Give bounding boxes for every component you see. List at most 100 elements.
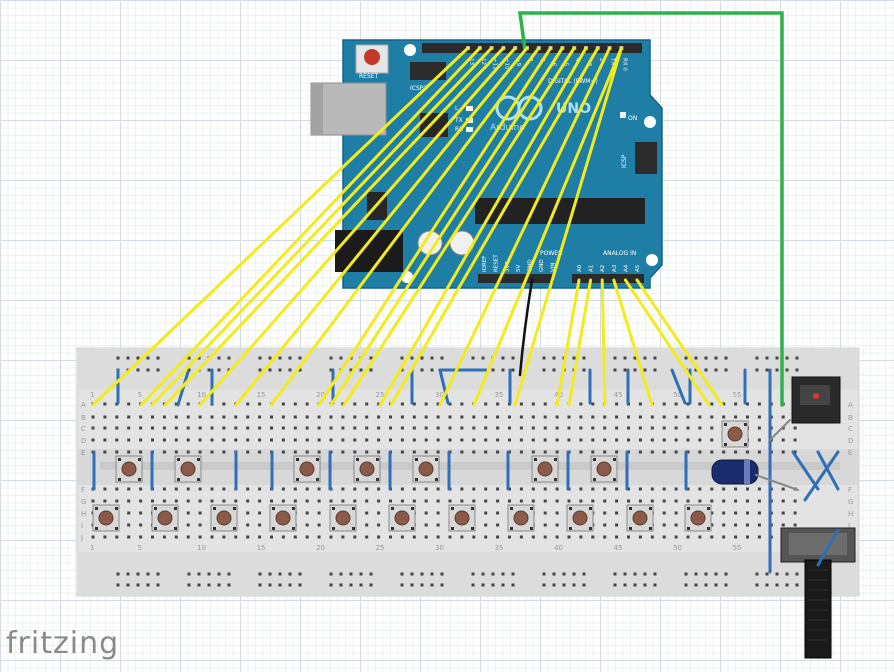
push-button-pin: [415, 478, 418, 481]
rail-hole: [572, 583, 576, 587]
hole: [710, 511, 714, 515]
hole: [234, 438, 238, 442]
hole: [186, 535, 190, 539]
push-button-cap: [98, 510, 114, 526]
push-button-pin: [272, 507, 275, 510]
hole: [686, 426, 690, 430]
potentiometer-shaft: [804, 559, 832, 659]
rail-hole: [187, 368, 191, 372]
hole: [555, 426, 559, 430]
hole: [174, 402, 178, 406]
rail-hole: [511, 583, 515, 587]
hole: [186, 487, 190, 491]
row-label: C: [81, 425, 86, 433]
hole: [305, 450, 309, 454]
push-button: [92, 504, 120, 532]
yellow-signal-wire: [438, 46, 612, 407]
push-button-pin: [471, 507, 474, 510]
hole: [662, 438, 666, 442]
rail-hole: [785, 368, 789, 372]
hole: [484, 402, 488, 406]
hole: [424, 535, 428, 539]
push-button-pin: [411, 507, 414, 510]
hole: [400, 499, 404, 503]
hole: [508, 499, 511, 503]
hole: [734, 415, 738, 419]
hole: [710, 450, 714, 454]
hole: [246, 523, 250, 527]
row-label: H: [848, 510, 853, 518]
rail-hole: [724, 583, 728, 587]
push-button-pin: [233, 507, 236, 510]
hole: [710, 402, 714, 406]
hole: [210, 535, 214, 539]
rail-hole: [623, 572, 627, 576]
push-button-pin: [707, 507, 710, 510]
hole: [246, 535, 250, 539]
rail-hole: [552, 368, 556, 372]
hole: [781, 438, 785, 442]
hole: [127, 450, 131, 454]
hole: [686, 415, 690, 419]
push-button-pin: [332, 527, 335, 530]
hole: [555, 487, 559, 491]
audio-jack-led: [813, 393, 819, 399]
rail-hole: [339, 572, 343, 576]
rail-hole: [278, 583, 282, 587]
hole: [543, 523, 547, 527]
hole: [662, 499, 666, 503]
hole: [115, 438, 119, 442]
hole: [389, 426, 392, 430]
rail-hole: [227, 356, 231, 360]
rail-hole: [359, 368, 363, 372]
hole: [662, 523, 666, 527]
hole: [115, 499, 119, 503]
hole: [139, 415, 143, 419]
rail-hole: [552, 583, 556, 587]
hole: [162, 450, 166, 454]
hole: [781, 450, 785, 454]
hole: [210, 450, 214, 454]
push-button-pin: [435, 458, 438, 461]
push-button-pin: [435, 478, 438, 481]
hole: [258, 402, 262, 406]
hole: [650, 499, 654, 503]
hole: [674, 487, 678, 491]
hole: [365, 511, 369, 515]
column-number: 10: [197, 544, 206, 552]
push-button-pin: [451, 507, 454, 510]
push-button-pin: [589, 507, 592, 510]
hole: [710, 487, 714, 491]
hole: [305, 511, 309, 515]
push-button: [721, 420, 749, 448]
hole: [746, 535, 749, 539]
rail-hole: [572, 356, 576, 360]
hole: [746, 402, 749, 406]
rail-hole: [288, 356, 292, 360]
power-pin-label: IOREF: [482, 256, 488, 272]
hole: [615, 499, 619, 503]
hole: [484, 511, 488, 515]
push-button-cap: [690, 510, 706, 526]
hole: [365, 450, 369, 454]
rail-hole: [440, 356, 444, 360]
hole: [281, 438, 285, 442]
hole: [638, 499, 642, 503]
rail-hole: [552, 356, 556, 360]
hole: [698, 415, 702, 419]
hole: [436, 438, 440, 442]
hole: [781, 499, 785, 503]
hole: [353, 426, 357, 430]
hole: [615, 511, 619, 515]
hole: [412, 450, 416, 454]
hole: [186, 438, 190, 442]
rail-hole: [126, 572, 130, 576]
hole: [734, 535, 738, 539]
rail-hole: [298, 572, 302, 576]
reset-label: RESET: [359, 73, 379, 80]
hole: [472, 415, 476, 419]
hole: [531, 415, 535, 419]
rail-hole: [420, 583, 424, 587]
hole: [448, 438, 452, 442]
rail-hole: [410, 356, 414, 360]
